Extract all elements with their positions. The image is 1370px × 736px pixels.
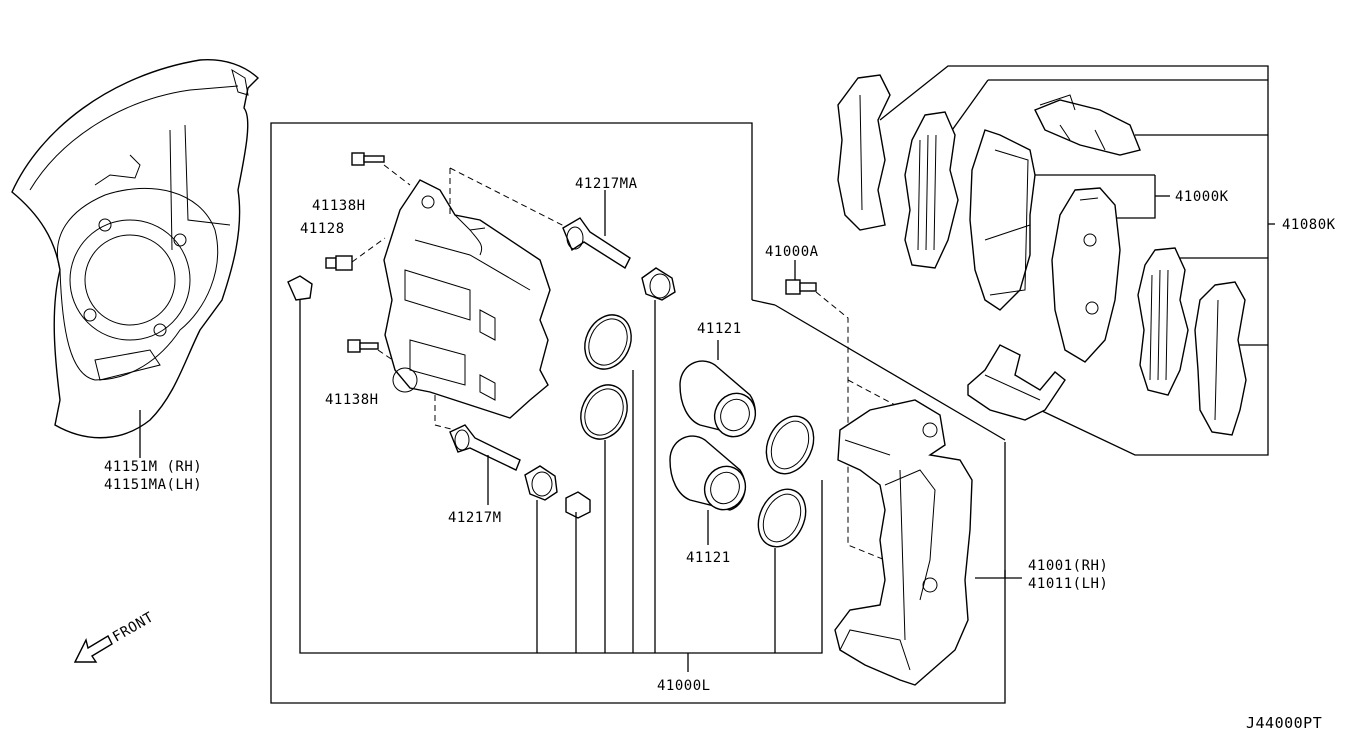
brake-pad-inner-part[interactable]: [1051, 187, 1121, 363]
splash-guard-rh-label: 41151M (RH): [104, 459, 202, 475]
pad-kit-label: 41000K: [1175, 189, 1229, 205]
dust-shield-part[interactable]: [11, 58, 260, 439]
caliper-bracket-part[interactable]: [834, 399, 973, 686]
bleeder-cap-lower-part[interactable]: [565, 491, 591, 519]
mounting-bolt-label: 41000A: [765, 244, 819, 260]
splash-guard-lh-label: 41151MA(LH): [104, 477, 202, 493]
guide-pin-upper-part[interactable]: [562, 217, 631, 270]
pad-shim-inner-part[interactable]: [904, 111, 959, 269]
bleeder-label: 41128: [300, 221, 345, 237]
dust-seal-upper-part[interactable]: [757, 409, 822, 482]
bleeder-screw-part[interactable]: [325, 255, 353, 271]
bolt-lower-label: 41138H: [325, 392, 379, 408]
seal-kit-label: 41000L: [657, 678, 711, 694]
mounting-bolt-part[interactable]: [785, 279, 817, 295]
bolt-upper-label: 41138H: [312, 198, 366, 214]
guide-pin-lower-part[interactable]: [449, 424, 521, 471]
pad-retainer-clip-lower-part[interactable]: [967, 344, 1066, 421]
guide-pin-upper-label: 41217MA: [575, 176, 638, 192]
pad-shim-right-inner-part[interactable]: [1137, 247, 1189, 396]
pin-boot-upper-part[interactable]: [641, 267, 676, 301]
caliper-housing-part[interactable]: [383, 179, 551, 419]
pad-shim-outer-part[interactable]: [837, 74, 891, 231]
piston-seal-lower-part[interactable]: [572, 377, 636, 446]
piston-lower-label: 41121: [686, 550, 731, 566]
dust-seal-lower-part[interactable]: [749, 482, 814, 555]
guide-pin-lower-label: 41217M: [448, 510, 502, 526]
bleeder-cap-part[interactable]: [287, 275, 313, 301]
pad-set-leaders: [879, 65, 1275, 456]
seal-kit-leaders: [299, 300, 823, 672]
caliper-kit-frame: [270, 122, 1006, 704]
diagram-code-label: J44000PT: [1246, 714, 1322, 732]
piston-seal-upper-part[interactable]: [576, 307, 640, 376]
pad-retainer-clip-part[interactable]: [1034, 94, 1141, 156]
front-direction-label: FRONT: [110, 609, 157, 645]
piston-upper-label: 41121: [697, 321, 742, 337]
piston-lower-part[interactable]: [669, 435, 752, 516]
pad-shim-right-outer-part[interactable]: [1194, 281, 1247, 436]
caliper-rh-label: 41001(RH): [1028, 558, 1108, 574]
bolt-upper-part[interactable]: [351, 152, 385, 166]
piston-upper-part[interactable]: [679, 360, 762, 443]
pad-set-label: 41080K: [1282, 217, 1336, 233]
caliper-lh-label: 41011(LH): [1028, 576, 1108, 592]
bolt-lower-part[interactable]: [347, 339, 379, 353]
pin-boot-lower-part[interactable]: [524, 465, 558, 501]
front-arrow-icon: [73, 635, 113, 663]
brake-pad-outer-part[interactable]: [969, 129, 1036, 311]
